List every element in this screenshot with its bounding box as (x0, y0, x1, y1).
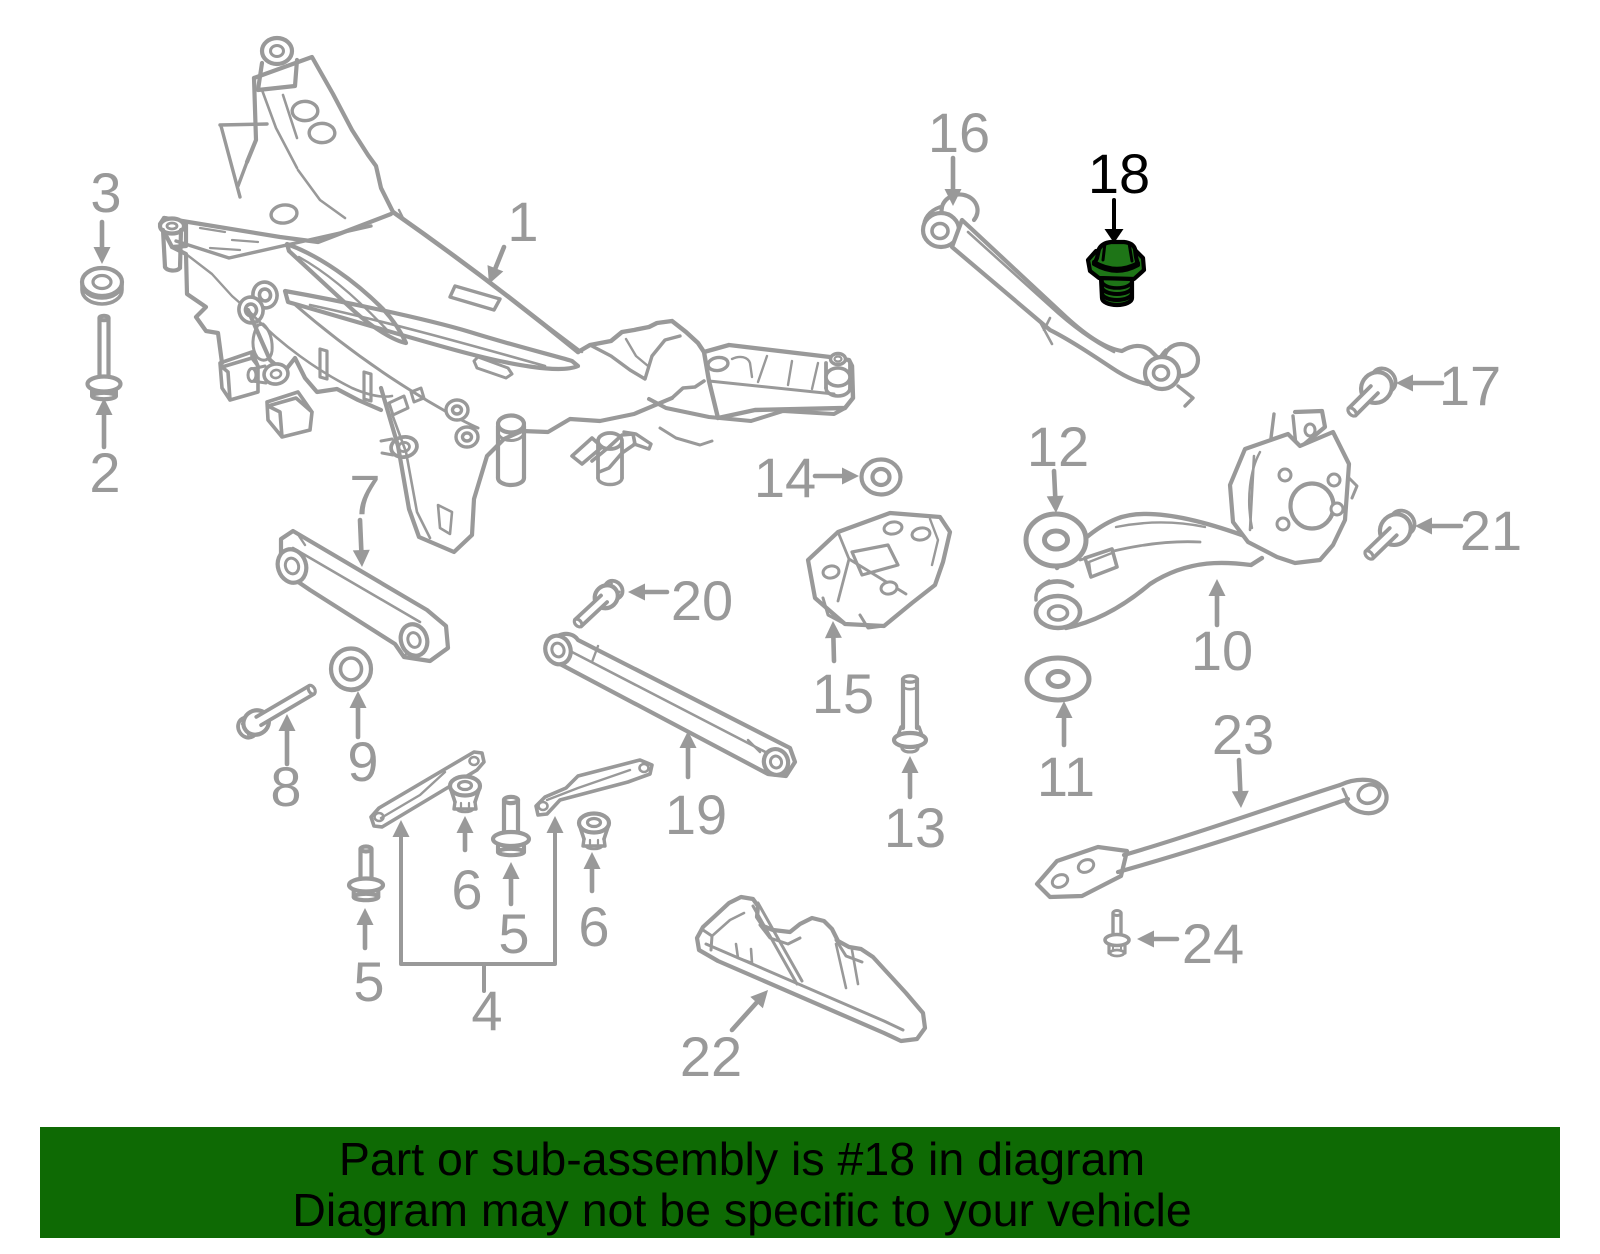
svg-text:2: 2 (89, 441, 120, 504)
svg-text:5: 5 (498, 902, 529, 965)
svg-text:23: 23 (1212, 703, 1274, 766)
svg-text:Part or sub-assembly is #18 in: Part or sub-assembly is #18 in diagram (339, 1133, 1145, 1185)
svg-text:19: 19 (665, 783, 727, 846)
svg-text:7: 7 (349, 463, 380, 526)
svg-text:13: 13 (884, 796, 946, 859)
svg-text:10: 10 (1191, 619, 1253, 682)
svg-text:22: 22 (680, 1025, 742, 1088)
svg-text:18: 18 (1088, 142, 1150, 205)
svg-text:12: 12 (1027, 415, 1089, 478)
svg-text:Diagram may not be specific to: Diagram may not be specific to your vehi… (292, 1184, 1191, 1236)
svg-text:15: 15 (812, 662, 874, 725)
svg-text:14: 14 (754, 446, 816, 509)
svg-text:8: 8 (270, 755, 301, 818)
svg-text:9: 9 (347, 730, 378, 793)
svg-text:17: 17 (1439, 354, 1501, 417)
svg-text:21: 21 (1460, 499, 1522, 562)
svg-text:6: 6 (578, 895, 609, 958)
svg-text:20: 20 (671, 569, 733, 632)
svg-text:5: 5 (353, 950, 384, 1013)
svg-text:16: 16 (928, 101, 990, 164)
svg-text:11: 11 (1037, 745, 1095, 808)
svg-text:3: 3 (90, 161, 121, 224)
svg-text:1: 1 (507, 190, 538, 253)
svg-text:6: 6 (451, 858, 482, 921)
svg-text:24: 24 (1182, 912, 1244, 975)
svg-text:4: 4 (471, 979, 502, 1042)
